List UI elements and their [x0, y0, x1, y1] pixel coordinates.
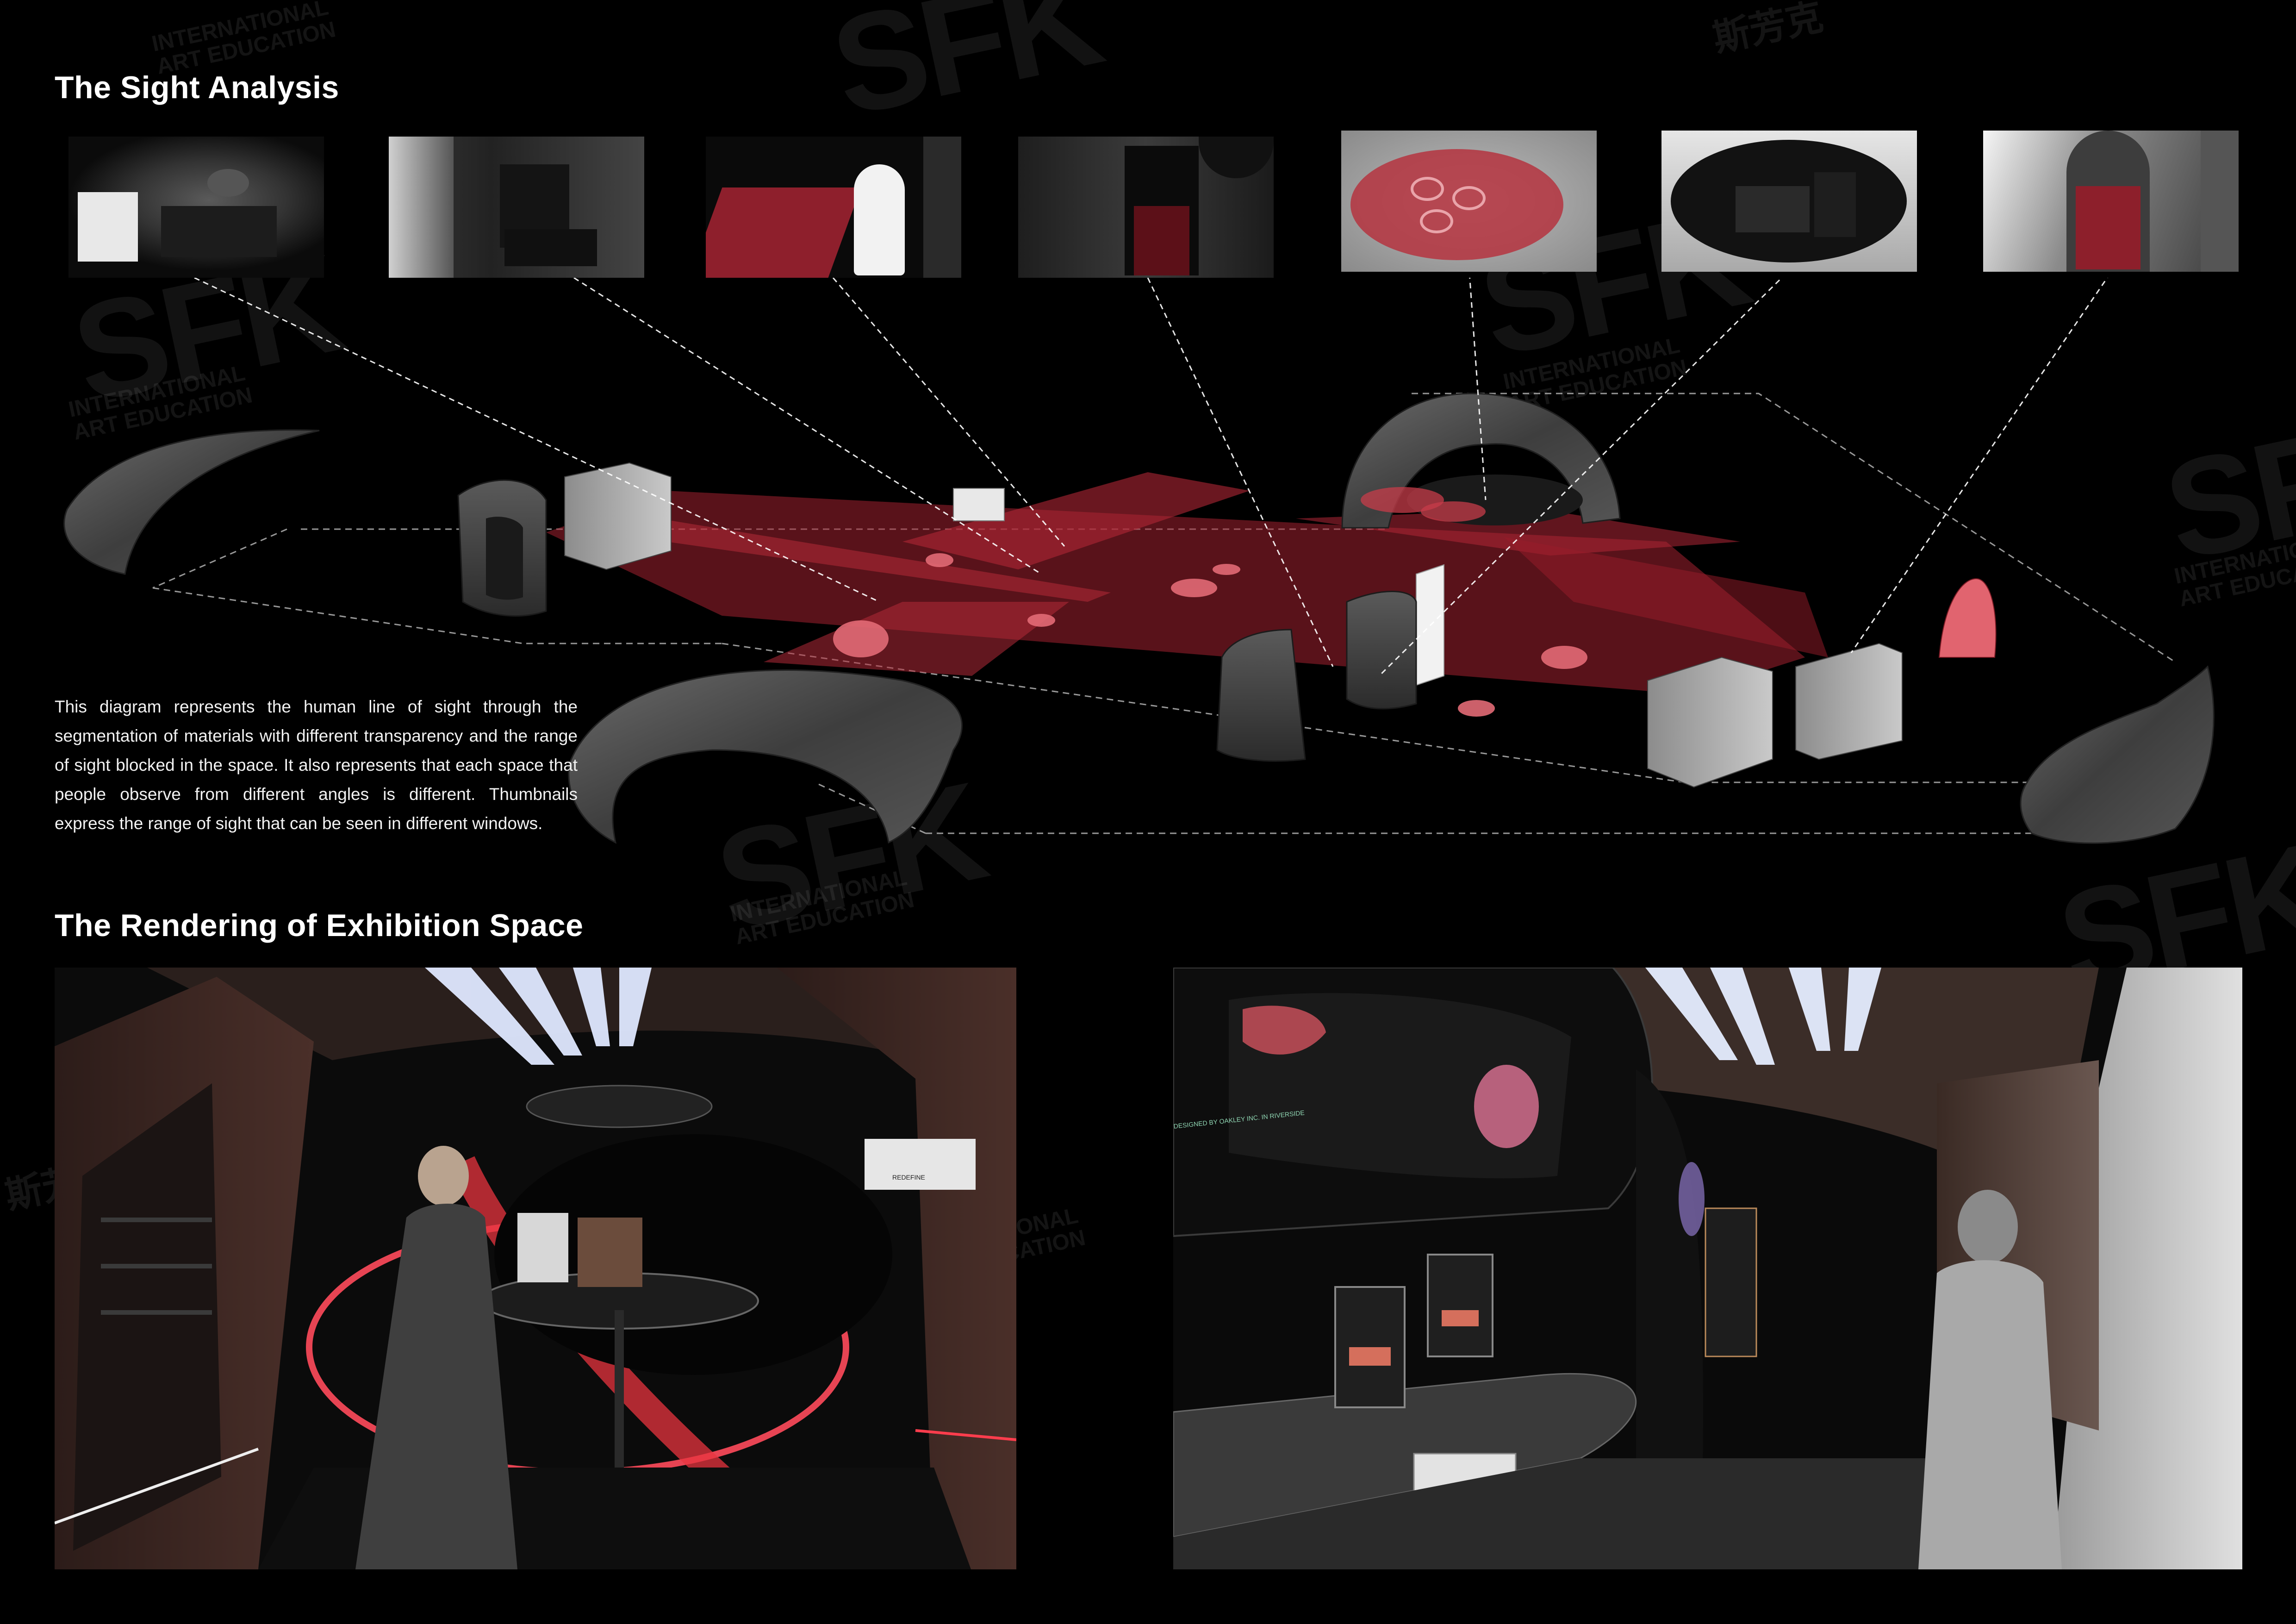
- red-discs: [833, 553, 1587, 717]
- watermark: INTERNATIONAL ART EDUCATION: [149, 0, 338, 79]
- sight-thumbnail-4: [1018, 137, 1274, 278]
- sight-thumbnail-1: [68, 137, 324, 278]
- sight-line-3: [832, 278, 1065, 547]
- curved-shell-right: [2020, 665, 2215, 844]
- render-right: DESIGNED BY OAKLEY INC. IN RIVERSIDE: [1173, 968, 2242, 1569]
- sight-line-5: [1469, 278, 1487, 500]
- sight-line-6: [1378, 278, 1783, 677]
- watermark: 斯芳克: [1709, 0, 1827, 60]
- concrete-blocks: [564, 462, 1903, 788]
- sight-thumbnail-2: [389, 137, 644, 278]
- section-title-rendering: The Rendering of Exhibition Space: [55, 908, 584, 943]
- watermark-cn: 斯芳克: [1709, 0, 1827, 60]
- watermark-line: ART EDUCATION: [733, 887, 917, 950]
- render-left: REDEFINE: [55, 968, 1016, 1569]
- sight-line-7: [1850, 278, 2108, 653]
- render-left-poster-caption: REDEFINE: [892, 1174, 925, 1181]
- render-right-scene: [1173, 968, 2242, 1569]
- concrete-arcs: [457, 479, 1417, 762]
- dome: [1341, 393, 1621, 529]
- section-title-sight-analysis: The Sight Analysis: [55, 70, 339, 105]
- diagram-description: This diagram represents the human line o…: [55, 697, 578, 833]
- sight-thumbnail-3: [706, 137, 961, 278]
- sight-line-2: [573, 278, 1042, 575]
- sight-thumbnail-7: [1983, 131, 2239, 272]
- curved-shell-front: [568, 669, 963, 844]
- watermark-logo: SFK: [820, 0, 1110, 145]
- render-left-scene: [55, 968, 1016, 1569]
- sight-line-4: [1147, 278, 1334, 667]
- watermark-line: INTERNATIONAL: [149, 0, 331, 56]
- curved-shell-left: [63, 429, 320, 575]
- sight-thumbnail-5: [1341, 131, 1597, 272]
- watermark: SFK: [820, 0, 1110, 145]
- pink-cone: [1938, 578, 1997, 658]
- sight-thumbnail-6: [1661, 131, 1917, 272]
- sight-analysis-diagram: [63, 278, 2215, 844]
